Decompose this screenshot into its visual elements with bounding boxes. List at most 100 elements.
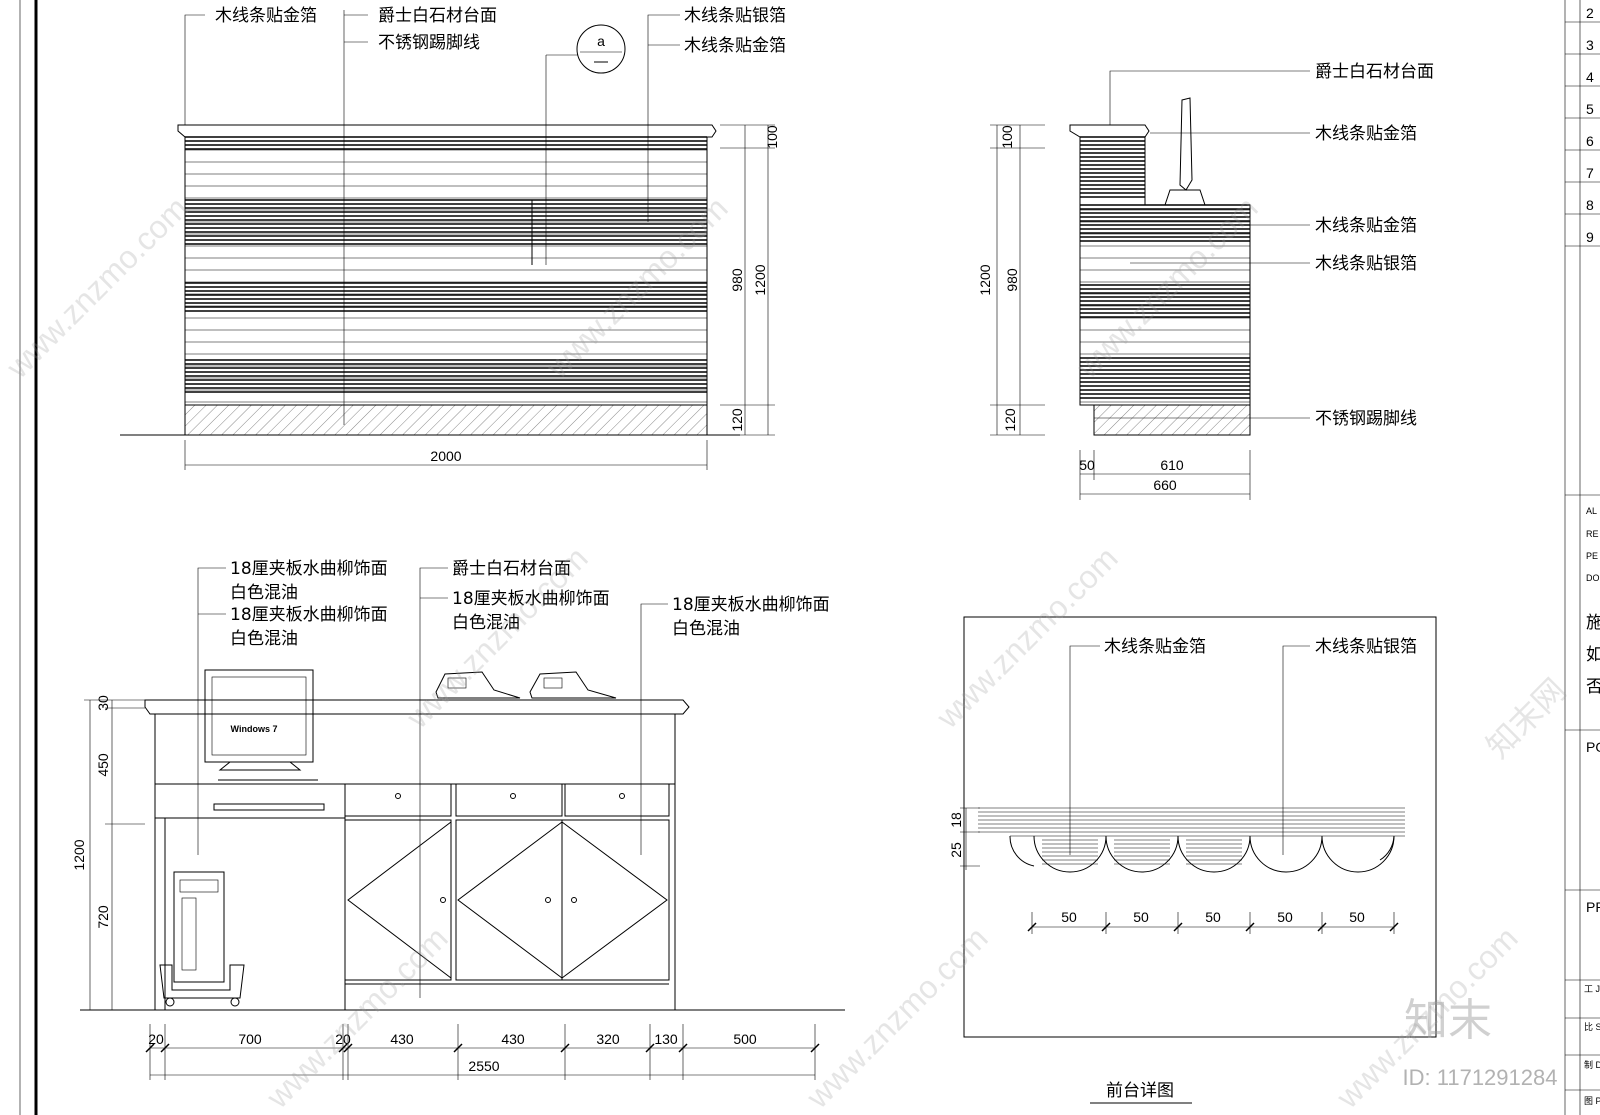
scallop-arc	[1033, 835, 1107, 873]
side-label-silver: 木线条贴银箔	[1315, 254, 1417, 274]
drawer-knob	[510, 793, 516, 799]
leader-back-ply-d	[640, 603, 668, 855]
back-label-ply-d2: 白色混油	[672, 619, 740, 639]
scallop-arc	[1105, 835, 1179, 873]
dim-slash	[678, 1043, 688, 1053]
section-symbol-circle	[576, 24, 626, 74]
drawer-2	[455, 783, 563, 817]
tb-code-do: DO	[1586, 573, 1600, 583]
back-dim-500: 500	[733, 1031, 757, 1047]
detail-dim-ticks	[1027, 912, 1399, 934]
tb-code-re: RE	[1586, 529, 1599, 539]
side-elevation: 爵士白石材台面 木线条贴金箔 木线条贴金箔 木线条贴银箔 不锈钢踢脚线 100 …	[977, 62, 1434, 500]
dim-slash	[560, 1043, 570, 1053]
side-upper-panel	[1079, 136, 1146, 206]
back-dim-430a: 430	[390, 1031, 414, 1047]
back-label-ply-b1: 18厘夹板水曲柳饰面	[230, 605, 388, 625]
tb-index-number: 5	[1586, 101, 1594, 117]
drawer-knob	[619, 793, 625, 799]
dim-slash	[453, 1043, 463, 1053]
door-diamond	[561, 821, 668, 979]
scallop-arc	[1379, 835, 1395, 861]
dim-slash	[338, 1043, 348, 1053]
dim-120: 120	[729, 408, 745, 432]
side-countertop	[1069, 124, 1150, 138]
monitor-icon: Windows 7	[204, 669, 325, 811]
side-dim-120: 120	[1002, 408, 1018, 432]
drawer-knob	[395, 793, 401, 799]
leader-wood-silver	[647, 14, 680, 222]
leader-wood-gold-left	[184, 14, 205, 125]
back-dim-ticks	[145, 1024, 820, 1080]
detail-dim-50: 50	[1349, 909, 1365, 925]
leader-detail-gold	[1069, 645, 1100, 855]
drawing-title: 前台详图	[1106, 1081, 1174, 1101]
side-label-gold-1: 木线条贴金箔	[1315, 124, 1417, 144]
dim-slash	[1317, 922, 1327, 932]
door-2	[455, 819, 563, 981]
back-label-jazz: 爵士白石材台面	[452, 559, 571, 579]
detail-dim-50: 50	[1133, 909, 1149, 925]
side-dim-1200: 1200	[977, 264, 993, 295]
detail-frame	[963, 616, 1437, 1038]
tb-index-number: 2	[1586, 5, 1594, 21]
watermark-url: www.znzmo.com	[929, 540, 1125, 736]
back-label-ply-d1: 18厘夹板水曲柳饰面	[672, 595, 830, 615]
tb-index-number: 3	[1586, 37, 1594, 53]
back-label-ply-a1: 18厘夹板水曲柳饰面	[230, 559, 388, 579]
leader-side-jazz	[1109, 70, 1310, 125]
tb-job: 工 JOB	[1584, 984, 1600, 994]
back-dim-20a: 20	[148, 1031, 164, 1047]
monitor-screen-text: Windows 7	[231, 724, 278, 734]
side-dim-980: 980	[1004, 268, 1020, 292]
detail-layer-lines	[978, 807, 1405, 837]
dim-slash	[645, 1043, 655, 1053]
back-dim-2550: 2550	[468, 1058, 499, 1074]
watermark-url: www.znzmo.com	[1069, 190, 1265, 386]
front-elevation: a 木线条贴金箔 爵士白石材台面 不锈钢踢脚线 木线条贴银箔 木线条贴金箔 10…	[120, 6, 786, 470]
scallop-arc	[1321, 835, 1395, 873]
tb-code-al: AL	[1586, 506, 1597, 516]
back-label-ply-c2: 白色混油	[452, 613, 520, 633]
monitor-base-icon	[1164, 189, 1206, 206]
pc-tower-icon	[159, 871, 245, 1007]
back-body	[154, 713, 676, 1011]
front-panel-stripes	[185, 136, 707, 403]
watermark-url: www.znzmo.com	[0, 190, 195, 386]
door-knob	[571, 897, 577, 903]
watermark-url: www.znzmo.com	[799, 920, 995, 1115]
dim-980: 980	[729, 268, 745, 292]
dim-slash	[343, 1043, 353, 1053]
back-dim-30: 30	[95, 695, 111, 711]
tb-index-number: 7	[1586, 165, 1594, 181]
tb-char-1: 施	[1586, 613, 1600, 633]
detail-label-gold: 木线条贴金箔	[1104, 637, 1206, 657]
tb-prac: 图 PRA	[1584, 1096, 1600, 1106]
detail-scallops	[1009, 835, 1395, 873]
detail-dim-50: 50	[1277, 909, 1293, 925]
back-dim-130: 130	[654, 1031, 678, 1047]
label-wood-gold-left: 木线条贴金箔	[215, 6, 317, 26]
dim-1200: 1200	[752, 264, 768, 295]
tb-index-number: 4	[1586, 69, 1594, 85]
back-dim-20b: 20	[335, 1031, 351, 1047]
door-diamond	[457, 821, 563, 979]
keyboard-icon	[213, 803, 325, 811]
countertop-profile	[177, 124, 717, 138]
dim-slash	[160, 1043, 170, 1053]
back-label-ply-b2: 白色混油	[230, 629, 298, 649]
back-dim-320: 320	[596, 1031, 620, 1047]
leader-detail-silver	[1282, 645, 1310, 855]
detail-label-silver: 木线条贴银箔	[1315, 637, 1417, 657]
door-3	[561, 819, 670, 981]
side-label-gold-2: 木线条贴金箔	[1315, 216, 1417, 236]
id-badge: ID: 1171291284	[1403, 1065, 1558, 1090]
tb-index-number: 9	[1586, 229, 1594, 245]
scallop-arc	[1009, 835, 1035, 867]
dim-slash	[1389, 922, 1399, 932]
side-dim-50: 50	[1079, 457, 1095, 473]
